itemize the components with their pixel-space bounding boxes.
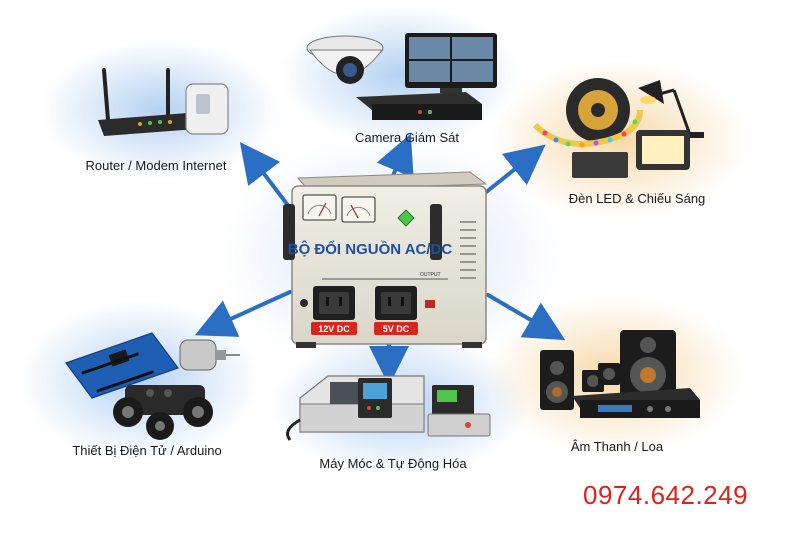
- power-indicator-icon: [397, 209, 415, 227]
- machine-icon: [286, 375, 491, 441]
- router-icon: [98, 68, 229, 136]
- speaker-icon: [540, 330, 700, 418]
- arrow-to-router: [239, 142, 292, 210]
- socket-icon: [313, 286, 355, 320]
- arrow-to-led: [483, 144, 546, 195]
- label-led: Đèn LED & Chiếu Sáng: [569, 191, 706, 206]
- arduino-icon: [65, 332, 240, 440]
- output-label-12v: 12V DC: [318, 324, 350, 334]
- output-label-5v: 5V DC: [383, 324, 410, 334]
- output-label: OUTPUT: [420, 272, 441, 278]
- led-icon: [532, 78, 704, 178]
- meter-icon: [302, 194, 337, 221]
- socket-icon: [375, 286, 417, 320]
- label-router: Router / Modem Internet: [86, 158, 227, 173]
- label-machine: Máy Móc & Tự Động Hóa: [319, 456, 467, 471]
- meter-icon: [341, 196, 376, 223]
- arrows: [194, 133, 566, 386]
- arrow-to-audio: [486, 293, 566, 341]
- arrow-to-camera: [376, 133, 414, 180]
- camera-icon: [306, 33, 497, 120]
- phone-number: 0974.642.249: [583, 480, 749, 510]
- label-arduino: Thiết Bị Điện Tử / Arduino: [72, 443, 221, 458]
- label-audio: Âm Thanh / Loa: [571, 439, 664, 454]
- device-title: BỘ ĐỔI NGUỒN AC/DC: [288, 240, 453, 258]
- label-camera: Camera Giám Sát: [355, 130, 459, 145]
- arrow-to-arduino: [194, 290, 292, 337]
- power-supply-box: BỘ ĐỔI NGUỒN AC/DC OUTPUT 12V DC 5V DC: [283, 171, 488, 348]
